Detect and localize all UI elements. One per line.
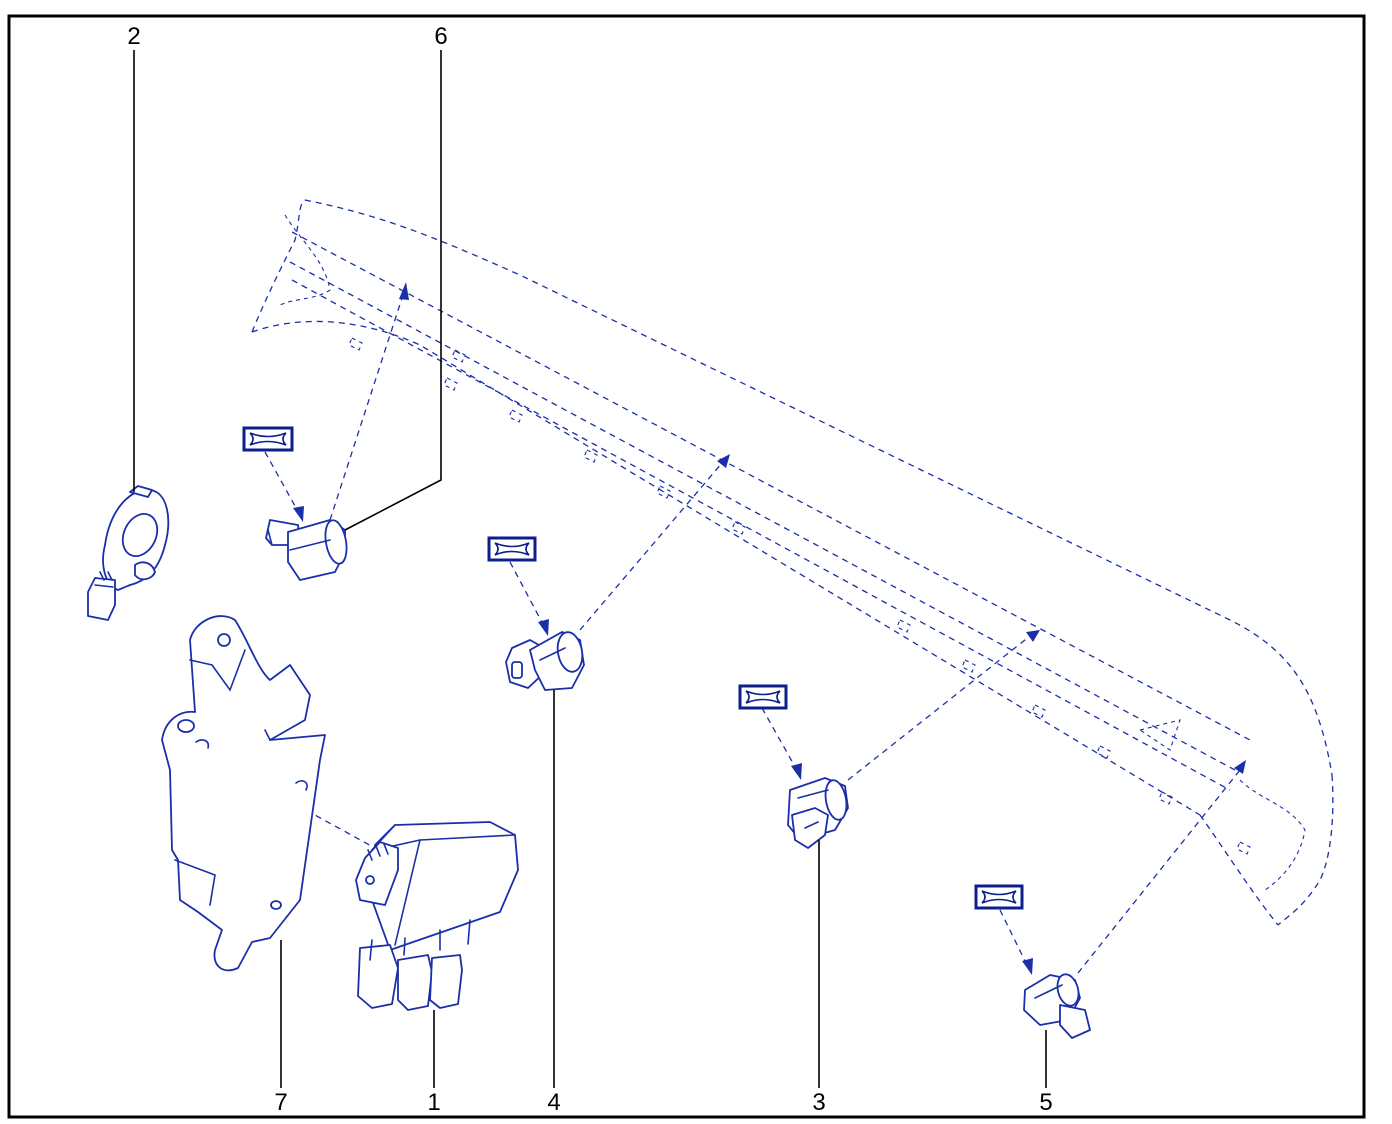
part-2-sensor	[87, 485, 170, 621]
bumper-outline	[251, 199, 1334, 926]
part-7-bracket	[161, 615, 326, 972]
callout-5: 5	[1039, 1089, 1052, 1116]
callout-2: 2	[127, 23, 140, 50]
callout-4: 4	[547, 1089, 560, 1116]
part-1-module	[355, 821, 519, 1011]
diagram-frame	[7, 14, 1366, 1119]
leader-lines	[133, 50, 1047, 1088]
lubrication-symbol-icon	[974, 884, 1024, 910]
part-5-sensor	[1023, 973, 1091, 1039]
part-4-sensor	[505, 631, 585, 691]
callout-6: 6	[434, 23, 447, 50]
lubrication-symbol-icon	[738, 684, 788, 710]
part-3-sensor	[787, 777, 849, 849]
callout-1: 1	[427, 1089, 440, 1116]
lubrication-symbol-icon	[487, 536, 537, 562]
lubrication-symbol-icon	[242, 426, 294, 452]
callout-7: 7	[274, 1089, 287, 1116]
part-6-sensor	[265, 519, 348, 581]
install-arrows	[199, 282, 1246, 975]
callouts: 2 6 7 1 4 3 5	[127, 23, 1052, 1116]
callout-3: 3	[812, 1089, 825, 1116]
